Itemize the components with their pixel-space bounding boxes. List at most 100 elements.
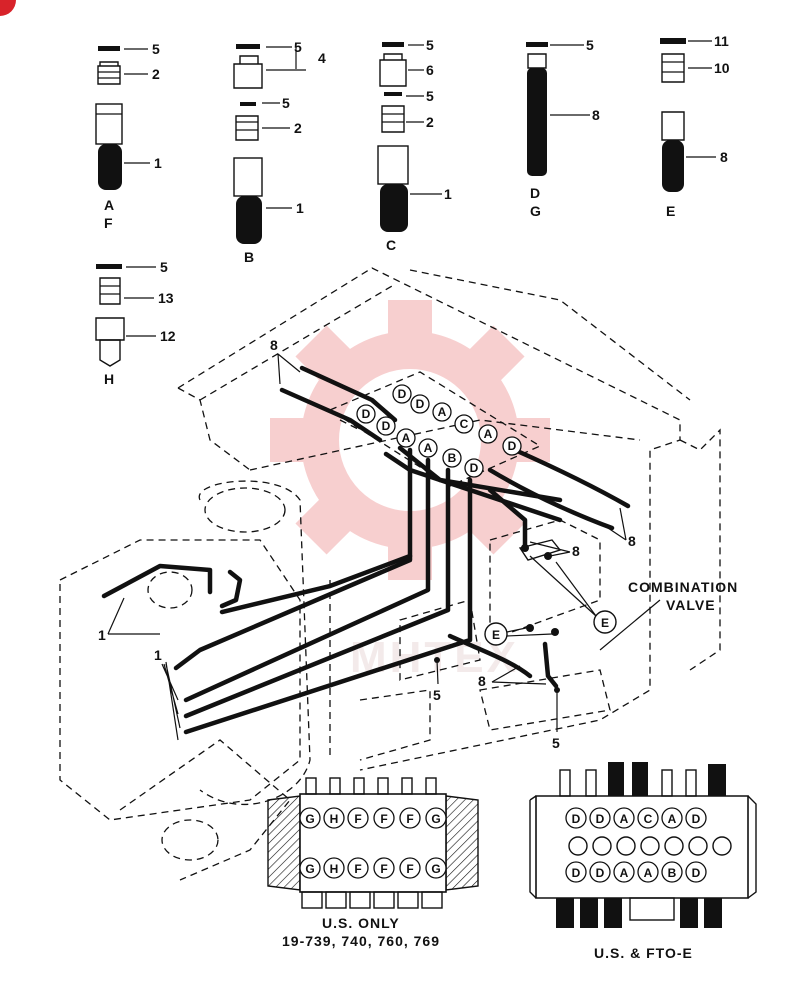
fto-bot-1: D [565, 861, 587, 883]
callout-c-seal-2: 5 [426, 88, 434, 104]
us-bot-6: G [425, 857, 447, 879]
port-left-3: A [396, 428, 416, 448]
port-left-2: D [376, 416, 396, 436]
callout-c-fitting: 2 [426, 114, 434, 130]
us-top-5: F [399, 807, 421, 829]
hydraulic-tubes [101, 365, 631, 735]
us-top-1: G [299, 807, 321, 829]
combination-valve-label: COMBINATION [628, 579, 738, 595]
inset-fto-e: D D A C A D D D A A B D U.S. & FTO-E [529, 762, 757, 961]
port-top-5: A [478, 424, 498, 444]
svg-text:D: D [382, 419, 391, 433]
callout-1-upper: 1 [98, 627, 106, 643]
valve-port-e-lower: E [484, 622, 508, 646]
svg-text:E: E [601, 616, 609, 630]
svg-text:F: F [354, 812, 361, 826]
svg-text:D: D [508, 439, 517, 453]
caption-g: G [530, 203, 542, 219]
caption-e: E [666, 203, 676, 219]
fto-top-1: D [565, 807, 587, 829]
svg-text:A: A [644, 866, 653, 880]
part-figure-a: 5 2 1 A F [95, 41, 162, 231]
caption-h: H [104, 371, 115, 387]
svg-text:D: D [398, 387, 407, 401]
us-only-valve-stems [301, 777, 443, 909]
port-bottom-3: D [464, 458, 484, 478]
callout-e-tube: 8 [720, 149, 728, 165]
port-bottom-2: B [442, 448, 462, 468]
callout-h-plug: 12 [160, 328, 176, 344]
part-figure-d: 5 8 D G [526, 37, 600, 219]
svg-text:G: G [305, 812, 314, 826]
fto-caption: U.S. & FTO-E [594, 945, 693, 961]
svg-text:D: D [416, 397, 425, 411]
port-bottom-1: A [418, 438, 438, 458]
us-bot-3: F [347, 857, 369, 879]
us-top-2: H [323, 807, 345, 829]
combination-valve: E E COMBINATION VALVE [484, 539, 738, 651]
callout-a-hose: 1 [154, 155, 162, 171]
svg-text:D: D [692, 866, 701, 880]
callout-c-adapter: 6 [426, 62, 434, 78]
svg-text:A: A [668, 812, 677, 826]
svg-text:D: D [572, 866, 581, 880]
svg-text:G: G [431, 862, 440, 876]
us-bot-4: F [373, 857, 395, 879]
callout-c-hose: 1 [444, 186, 452, 202]
fto-top-4: C [637, 807, 659, 829]
callout-b-seal: 5 [294, 39, 302, 55]
svg-text:C: C [460, 417, 469, 431]
us-top-4: F [373, 807, 395, 829]
port-left-1: D [356, 404, 376, 424]
port-top-3: A [432, 402, 452, 422]
callout-e-adapter: 10 [714, 60, 730, 76]
us-top-3: F [347, 807, 369, 829]
svg-text:A: A [438, 405, 447, 419]
svg-text:F: F [406, 862, 413, 876]
us-bot-2: H [323, 857, 345, 879]
svg-text:A: A [620, 866, 629, 880]
callout-8-lower: 8 [478, 673, 486, 689]
callout-1-lower: 1 [154, 647, 162, 663]
callout-8-right: 8 [628, 533, 636, 549]
fto-bot-3: A [613, 861, 635, 883]
svg-text:D: D [470, 461, 479, 475]
fto-top-6: D [685, 807, 707, 829]
part-figure-h: 5 13 12 H [95, 259, 176, 387]
us-bot-5: F [399, 857, 421, 879]
callout-h-seal: 5 [160, 259, 168, 275]
callout-b-fitting: 2 [294, 120, 302, 136]
port-top-6: D [502, 436, 522, 456]
svg-text:F: F [406, 812, 413, 826]
caption-c: C [386, 237, 397, 253]
svg-text:E: E [492, 628, 500, 642]
callout-h-fitting: 13 [158, 290, 174, 306]
svg-text:A: A [402, 431, 411, 445]
fto-bot-6: D [685, 861, 707, 883]
part-figure-e: 11 10 8 E [660, 33, 730, 219]
svg-text:D: D [596, 866, 605, 880]
svg-text:F: F [380, 812, 387, 826]
us-only-caption: U.S. ONLY [322, 915, 400, 931]
svg-text:H: H [330, 862, 339, 876]
callout-b-assembly: 4 [318, 50, 326, 66]
callout-d-seal: 5 [586, 37, 594, 53]
assembly-callouts: 8 8 8 8 1 1 5 5 [98, 337, 636, 751]
caption-f: F [104, 215, 114, 231]
caption-a: A [104, 197, 115, 213]
fto-top-2: D [589, 807, 611, 829]
callout-d-tube: 8 [592, 107, 600, 123]
svg-text:B: B [668, 866, 677, 880]
combination-valve-label-2: VALVE [666, 597, 716, 613]
fto-middle-ports [568, 836, 732, 856]
callout-5-right: 5 [552, 735, 560, 751]
svg-text:D: D [596, 812, 605, 826]
part-figure-b: 5 4 5 2 1 B [233, 39, 326, 265]
callout-e-seal: 11 [714, 33, 729, 49]
callout-8-top-left: 8 [270, 337, 278, 353]
port-top-4: C [454, 414, 474, 434]
svg-text:D: D [692, 812, 701, 826]
valve-port-e-upper: E [593, 610, 617, 634]
